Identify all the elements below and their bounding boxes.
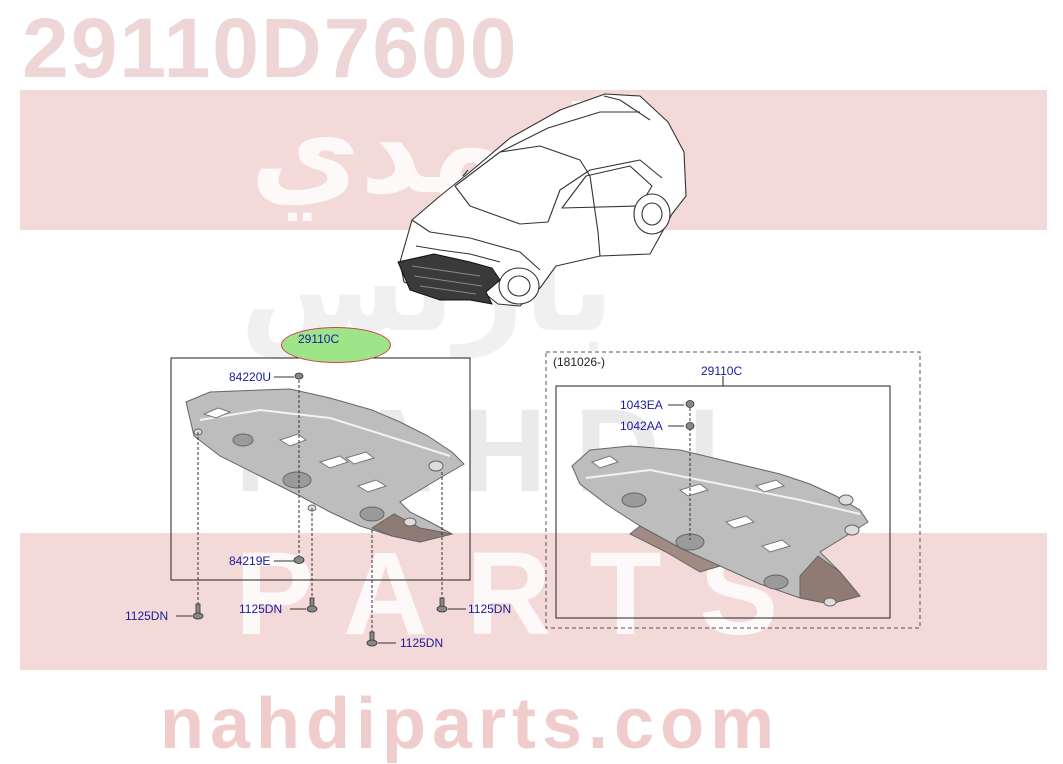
bolt-icon — [306, 605, 318, 613]
callout-fastener-1[interactable]: 1043EA — [620, 398, 663, 412]
part-number-heading: 29110D7600 — [22, 1, 519, 95]
engine-undercover-left — [185, 388, 465, 543]
bolt-icons-left — [192, 372, 448, 647]
vehicle-illustration — [399, 93, 687, 307]
highlight-ellipse[interactable] — [281, 327, 391, 363]
right-group-title[interactable]: 29110C — [701, 364, 743, 378]
callout-nut-top[interactable]: 84220U — [229, 370, 272, 384]
callout-bolt-2[interactable]: 1125DN — [239, 602, 283, 616]
right-group-dashed-frame — [545, 351, 921, 629]
right-fasteners — [668, 404, 691, 540]
engine-undercover-right — [571, 445, 869, 607]
nut-icon — [293, 556, 305, 564]
bolt-icon — [192, 612, 204, 620]
nut-icon — [294, 372, 304, 380]
bolt-icon — [366, 639, 378, 647]
left-fasteners — [176, 376, 466, 644]
watermark-band-bottom — [20, 533, 1047, 670]
callout-bolt-1[interactable]: 1125DN — [125, 609, 169, 623]
fastener-icons-right — [685, 400, 695, 430]
callout-bolt-4[interactable]: 1125DN — [400, 636, 444, 650]
left-group-title[interactable]: 29110C — [298, 332, 340, 346]
bolt-icon — [436, 605, 448, 613]
fastener-icon — [685, 400, 695, 408]
callout-nut-bottom[interactable]: 84219E — [229, 554, 271, 568]
callout-fastener-2[interactable]: 1042AA — [620, 419, 663, 433]
parts-drawing — [170, 93, 921, 647]
bolt-icon — [195, 603, 201, 615]
callout-bolt-3[interactable]: 1125DN — [468, 602, 512, 616]
diagram-canvas: 29110D7600 النهدي بارتس NAHDI PARTS nahd… — [20, 1, 1047, 760]
fastener-icon — [685, 422, 695, 430]
date-range-label: (181026-) — [553, 355, 606, 369]
undercover-highlight-on-vehicle — [397, 253, 501, 305]
